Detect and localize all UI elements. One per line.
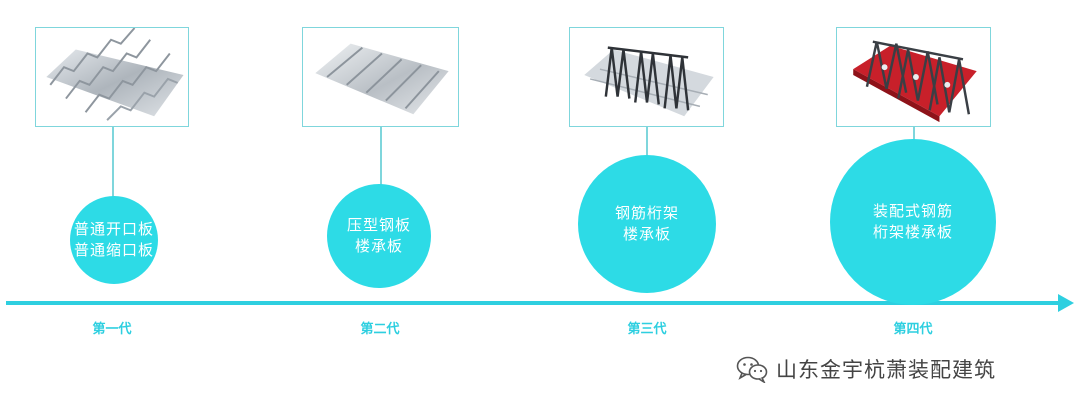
wechat-icon (736, 356, 768, 383)
stage-3-bubble: 钢筋桁架 楼承板 (578, 155, 716, 293)
stage-1-image-frame (35, 27, 189, 127)
stage-2-line-1: 压型钢板 (346, 216, 411, 234)
stage-4-line-2: 桁架楼承板 (872, 223, 953, 241)
stage-1-bubble: 普通开口板 普通缩口板 (70, 196, 158, 284)
stage-4-generation: 第四代 (893, 322, 933, 337)
stage-1-generation: 第一代 (92, 322, 132, 337)
stage-3-connector (646, 127, 648, 157)
stage-3-line-1: 钢筋桁架 (614, 204, 679, 222)
watermark-text: 山东金宇杭萧装配建筑 (776, 358, 996, 382)
stage-1-connector (112, 127, 114, 200)
stage-4-image-frame (836, 27, 991, 127)
stage-4-line-1: 装配式钢筋 (872, 202, 953, 220)
stage-1-line-2: 普通缩口板 (73, 241, 154, 259)
assembled-truss-deck-icon (853, 40, 977, 123)
stage-2-image-frame (302, 27, 459, 127)
closed-profile-deck-icon (315, 43, 449, 115)
stage-2-generation: 第二代 (360, 322, 400, 337)
open-profile-deck-icon (46, 28, 184, 121)
timeline-arrowhead (1058, 294, 1074, 312)
stage-1-line-1: 普通开口板 (73, 220, 154, 238)
stage-2-bubble: 压型钢板 楼承板 (327, 184, 431, 288)
stage-4-bubble: 装配式钢筋 桁架楼承板 (830, 139, 996, 305)
steel-truss-deck-icon (584, 46, 714, 117)
stage-2-line-2: 楼承板 (354, 237, 403, 255)
watermark: 山东金宇杭萧装配建筑 (736, 352, 996, 386)
stage-3-line-2: 楼承板 (622, 225, 671, 243)
stage-2-connector (380, 127, 382, 187)
stage-3-generation: 第三代 (627, 322, 667, 337)
stage-3-image-frame (569, 27, 724, 127)
stage-4-connector (913, 127, 915, 141)
